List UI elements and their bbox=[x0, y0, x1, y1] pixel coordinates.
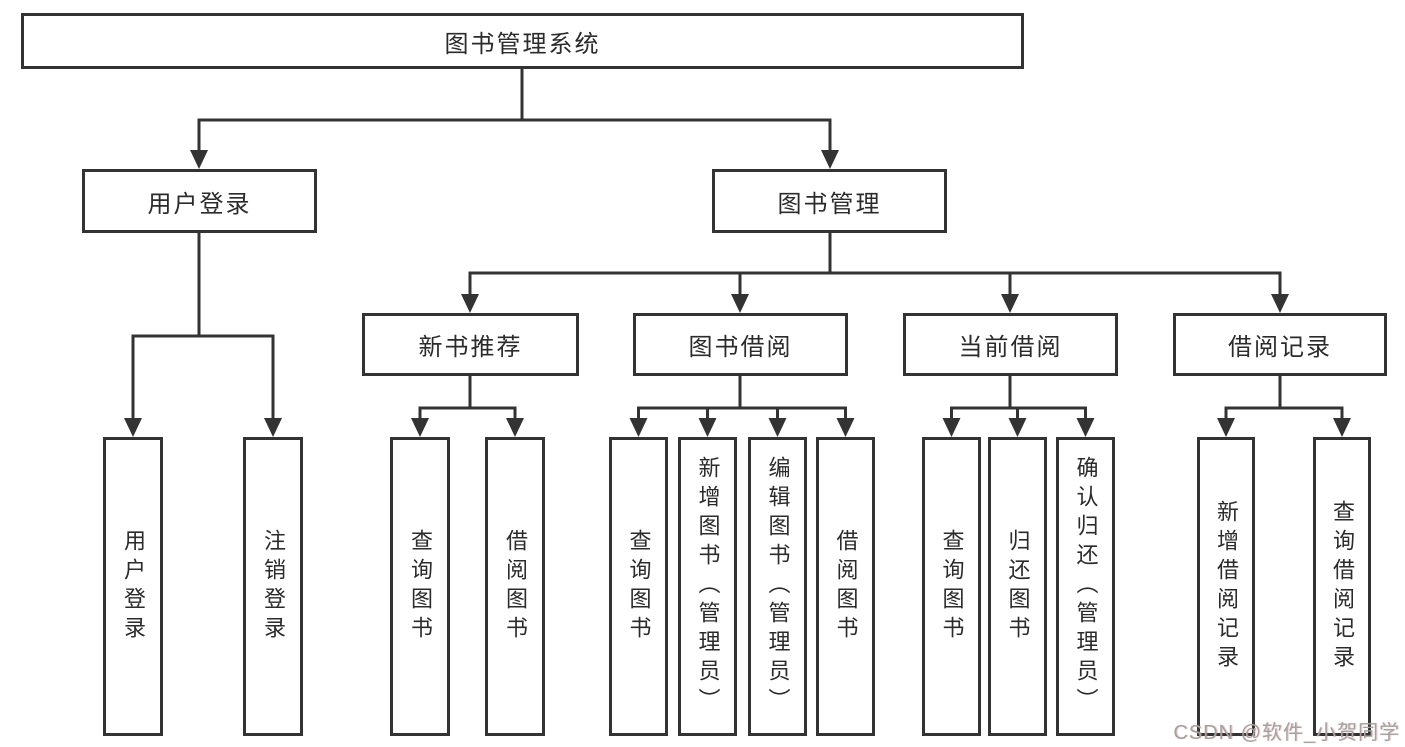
leaf-query-books-current-label: 查询图书 bbox=[939, 528, 965, 645]
leaf-confirm-return-admin-label: 确认归还（管理员） bbox=[1073, 456, 1099, 717]
leaf-user-login-label: 用户登录 bbox=[121, 528, 146, 645]
node-current-borrow-label: 当前借阅 bbox=[958, 334, 1063, 361]
leaf-query-books-borrow: 查询图书 bbox=[609, 437, 668, 736]
leaf-return-books-label: 归还图书 bbox=[1005, 528, 1031, 645]
node-book-borrow-label: 图书借阅 bbox=[688, 334, 793, 361]
leaf-borrow-books-label: 借阅图书 bbox=[833, 528, 859, 645]
node-new-book-recommend: 新书推荐 bbox=[362, 313, 579, 376]
leaf-return-books: 归还图书 bbox=[988, 437, 1047, 736]
leaf-borrow-books-recommend-label: 借阅图书 bbox=[503, 528, 528, 645]
node-borrow-records: 借阅记录 bbox=[1173, 313, 1387, 376]
node-book-management-label: 图书管理 bbox=[777, 190, 882, 218]
leaf-add-books-admin: 新增图书（管理员） bbox=[678, 437, 737, 736]
leaf-logout-label: 注销登录 bbox=[261, 528, 286, 645]
leaf-query-books-recommend-label: 查询图书 bbox=[408, 528, 433, 645]
leaf-logout: 注销登录 bbox=[243, 437, 303, 736]
leaf-edit-books-admin: 编辑图书（管理员） bbox=[748, 437, 807, 736]
leaf-borrow-books-recommend: 借阅图书 bbox=[485, 437, 545, 736]
leaf-query-books-recommend: 查询图书 bbox=[390, 437, 450, 736]
leaf-query-borrow-record-label: 查询借阅记录 bbox=[1330, 499, 1355, 674]
leaf-user-login: 用户登录 bbox=[103, 437, 163, 736]
leaf-confirm-return-admin: 确认归还（管理员） bbox=[1056, 437, 1115, 736]
node-root: 图书管理系统 bbox=[21, 13, 1024, 69]
node-book-management: 图书管理 bbox=[712, 169, 947, 233]
leaf-add-borrow-record-label: 新增借阅记录 bbox=[1214, 499, 1239, 674]
leaf-edit-books-admin-label: 编辑图书（管理员） bbox=[765, 456, 791, 717]
watermark: CSDN @软件_小贺同学 bbox=[1173, 722, 1400, 744]
leaf-query-books-borrow-label: 查询图书 bbox=[626, 528, 652, 645]
leaf-add-borrow-record: 新增借阅记录 bbox=[1197, 437, 1255, 736]
leaf-add-books-admin-label: 新增图书（管理员） bbox=[695, 456, 721, 717]
leaf-query-books-current: 查询图书 bbox=[922, 437, 981, 736]
leaf-borrow-books: 借阅图书 bbox=[816, 437, 875, 736]
node-borrow-records-label: 借阅记录 bbox=[1228, 334, 1332, 361]
leaf-query-borrow-record: 查询借阅记录 bbox=[1313, 437, 1371, 736]
node-current-borrow: 当前借阅 bbox=[903, 313, 1118, 376]
node-root-label: 图书管理系统 bbox=[444, 30, 601, 58]
node-new-book-recommend-label: 新书推荐 bbox=[418, 334, 523, 361]
node-user-login: 用户登录 bbox=[82, 169, 317, 233]
node-book-borrow: 图书借阅 bbox=[633, 313, 848, 376]
node-user-login-label: 用户登录 bbox=[147, 190, 252, 218]
